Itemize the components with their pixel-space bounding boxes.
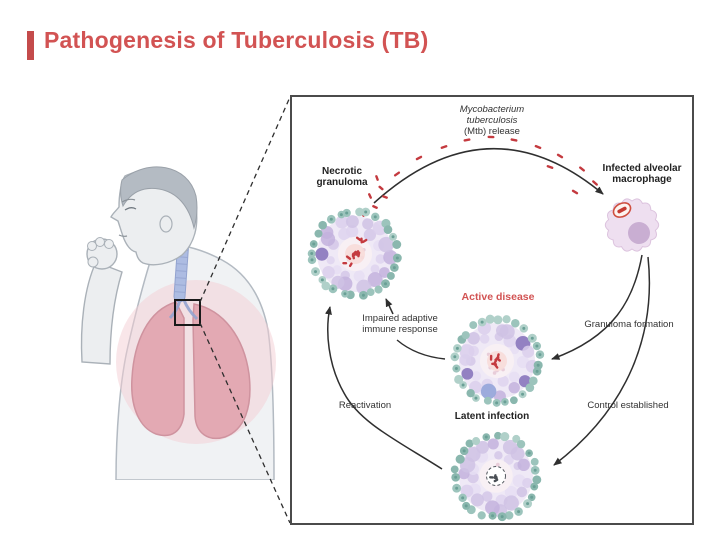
active-granuloma-illustration bbox=[450, 314, 545, 407]
control-established-arrow bbox=[553, 256, 651, 466]
impaired-immune-arrow-tail bbox=[396, 339, 446, 360]
mtb-release-label: Mycobacterium tuberculosis (Mtb) release bbox=[459, 104, 525, 137]
necrotic-granuloma-label: Necrotic granuloma bbox=[316, 166, 368, 188]
impaired-immune-label: Impaired adaptive immune response bbox=[362, 313, 438, 335]
person-forearm bbox=[80, 261, 123, 365]
infected-macrophage-illustration bbox=[604, 198, 660, 252]
lung-zoom-region-box bbox=[174, 299, 201, 326]
control-established-label: Control established bbox=[587, 400, 669, 411]
granuloma-formation-label: Granuloma formation bbox=[584, 319, 674, 330]
person-ear bbox=[159, 215, 173, 233]
person-hair bbox=[120, 166, 198, 230]
granuloma-cells bbox=[307, 198, 660, 522]
necrotic-granuloma-illustration bbox=[307, 207, 402, 300]
pathogenesis-cycle-inset: Mycobacterium tuberculosis (Mtb) release… bbox=[290, 95, 694, 525]
left-lung bbox=[131, 301, 185, 437]
person-mouth bbox=[118, 234, 128, 237]
person-fist bbox=[86, 237, 118, 270]
person-eye bbox=[124, 207, 137, 211]
latent-infection-label: Latent infection bbox=[454, 411, 530, 422]
released-mtb-bacteria bbox=[359, 135, 598, 239]
latent-granuloma-illustration bbox=[450, 431, 542, 522]
impaired-immune-arrow-head bbox=[385, 298, 394, 315]
granuloma-formation-arrow bbox=[551, 254, 643, 360]
reactivation-arrow bbox=[325, 306, 443, 470]
reactivation-label: Reactivation bbox=[338, 400, 392, 411]
page-title: Pathogenesis of Tuberculosis (TB) bbox=[44, 27, 429, 53]
mtb-release-arc-arrow bbox=[373, 147, 604, 204]
person-brow bbox=[121, 198, 136, 203]
coughing-person-illustration bbox=[80, 166, 276, 480]
active-disease-label: Active disease bbox=[461, 291, 535, 303]
infected-macrophage-label: Infected alveolar macrophage bbox=[602, 163, 682, 185]
title-accent-bar bbox=[27, 31, 34, 60]
